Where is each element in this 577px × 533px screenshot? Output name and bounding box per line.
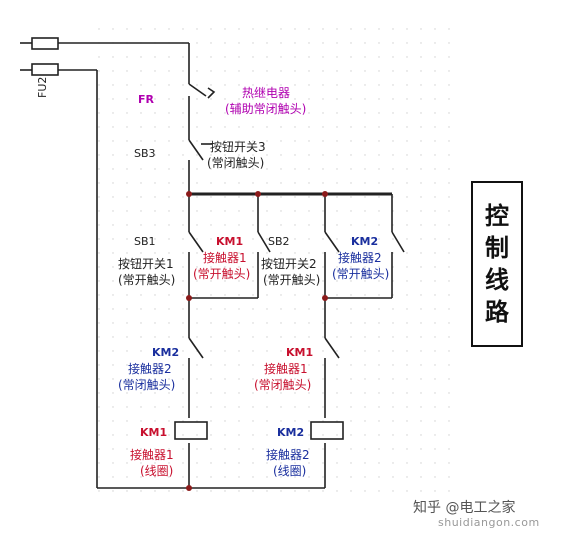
- km2-coil-symbol: [310, 421, 344, 440]
- km2-interlock-name: 接触器2: [128, 361, 172, 376]
- sb3-tag: SB3: [134, 147, 156, 160]
- fr-name: 热继电器: [242, 86, 290, 100]
- fuse-bottom: [31, 63, 59, 76]
- km1-interlock-name: 接触器1: [264, 361, 308, 376]
- grid-background: [95, 25, 450, 495]
- km1-interlock-tag: KM1: [286, 346, 313, 359]
- km2-interlock-desc: (常闭触头): [118, 378, 175, 392]
- title-char: 线: [485, 266, 509, 294]
- title-char: 制: [485, 234, 509, 262]
- km2-coil-desc: (线圈): [273, 464, 306, 478]
- km1-coil-symbol: [174, 421, 208, 440]
- km2-interlock-tag: KM2: [152, 346, 179, 359]
- km1-coil-desc: (线圈): [140, 464, 173, 478]
- watermark-main: 知乎 @电工之家: [413, 500, 516, 516]
- km2-coil-tag: KM2: [277, 426, 304, 439]
- km1-interlock-desc: (常闭触头): [254, 378, 311, 392]
- km2-hold-name: 接触器2: [338, 250, 382, 265]
- sb1-tag: SB1: [134, 235, 156, 248]
- sb1-name: 按钮开关1: [118, 256, 174, 271]
- sb2-desc: (常开触头): [263, 273, 320, 287]
- sb3-desc: (常闭触头): [207, 156, 264, 170]
- watermark-sub: shuidiangon.com: [438, 516, 540, 529]
- title-char: 路: [485, 298, 509, 326]
- fuse-top: [31, 37, 59, 50]
- sb1-desc: (常开触头): [118, 273, 175, 287]
- control-circuit-title-box: 控 制 线 路: [471, 181, 523, 347]
- km1-hold-name: 接触器1: [203, 250, 247, 265]
- km1-coil-tag: KM1: [140, 426, 167, 439]
- sb2-name: 按钮开关2: [261, 256, 317, 271]
- title-char: 控: [485, 202, 509, 230]
- km1-hold-desc: (常开触头): [193, 267, 250, 281]
- km2-coil-name: 接触器2: [266, 447, 310, 462]
- km2-hold-tag: KM2: [351, 235, 378, 248]
- sb3-name: 按钮开关3: [210, 139, 266, 154]
- fr-tag: FR: [138, 93, 155, 106]
- km1-coil-name: 接触器1: [130, 447, 174, 462]
- sb2-tag: SB2: [268, 235, 290, 248]
- wiring: [20, 37, 405, 489]
- km2-hold-desc: (常开触头): [332, 267, 389, 281]
- km1-hold-tag: KM1: [216, 235, 243, 248]
- fr-desc: (辅助常闭触头): [225, 102, 306, 116]
- fuse-label: FU2: [36, 77, 49, 98]
- junction-nodes: [186, 191, 328, 491]
